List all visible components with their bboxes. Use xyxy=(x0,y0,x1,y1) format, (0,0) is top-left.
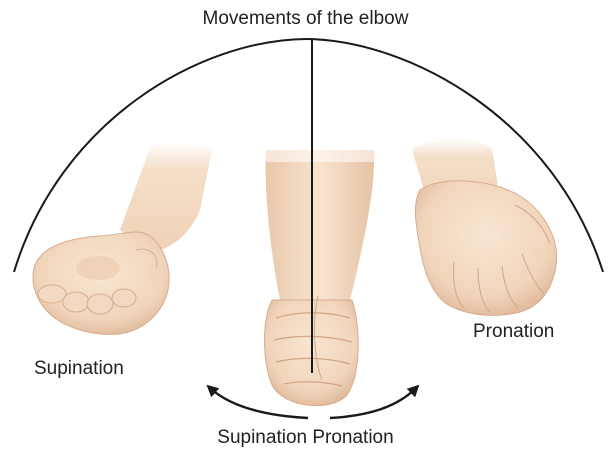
supination-hand-illustration xyxy=(33,141,212,334)
rotation-caption: Supination Pronation xyxy=(0,428,611,447)
pronation-hand-illustration xyxy=(412,138,557,315)
pronation-label: Pronation xyxy=(473,322,554,341)
diagram-title: Movements of the elbow xyxy=(0,9,611,28)
supination-label: Supination xyxy=(34,359,124,378)
neutral-fist-illustration xyxy=(265,150,375,406)
